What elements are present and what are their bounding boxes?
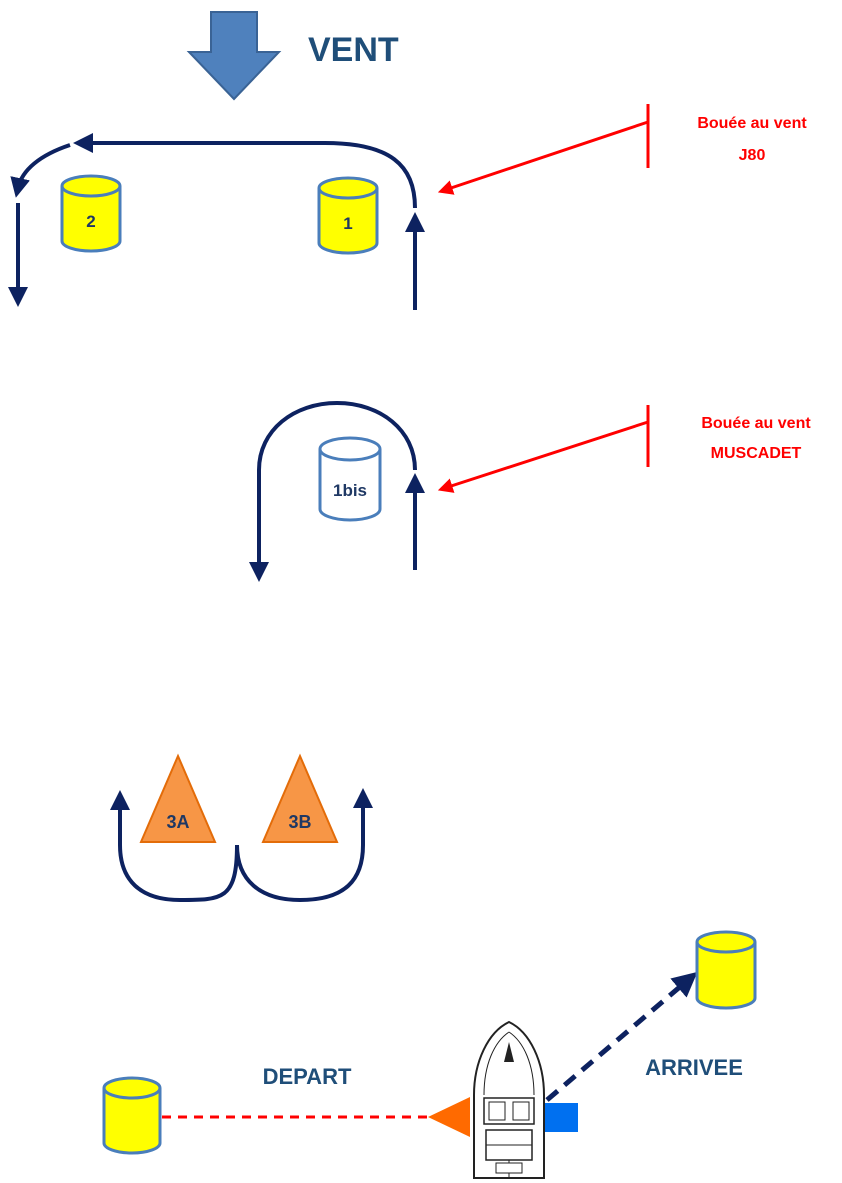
start-line-label: DEPART bbox=[263, 1064, 352, 1089]
start-line: DEPART bbox=[162, 1064, 436, 1119]
muscadet-windward-annotation: Bouée au vent MUSCADET bbox=[437, 405, 811, 493]
upwind-route-j80 bbox=[8, 133, 425, 310]
finish-buoy bbox=[695, 930, 757, 1010]
mark-3b-label: 3B bbox=[288, 812, 311, 832]
wind-arrow-icon bbox=[186, 11, 282, 101]
committee-boat-icon bbox=[428, 1020, 578, 1179]
mark-3a-cone: 3A bbox=[139, 753, 217, 843]
start-pin-buoy bbox=[102, 1076, 162, 1155]
finish-line-label: ARRIVEE bbox=[645, 1055, 743, 1080]
mark-1bis-buoy: 1bis bbox=[318, 436, 382, 522]
muscadet-annotation-line2: MUSCADET bbox=[711, 445, 802, 462]
orange-flag-icon bbox=[428, 1097, 470, 1137]
j80-windward-annotation: Bouée au vent J80 bbox=[437, 104, 807, 195]
mark-1-buoy: 1 bbox=[317, 176, 379, 255]
mark-1-label: 1 bbox=[343, 214, 352, 233]
j80-annotation-line2: J80 bbox=[739, 147, 766, 164]
mark-3a-label: 3A bbox=[166, 812, 189, 832]
mark-2-buoy: 2 bbox=[60, 174, 122, 253]
mark-2-label: 2 bbox=[86, 212, 95, 231]
mark-3b-cone: 3B bbox=[261, 753, 339, 843]
j80-annotation-line1: Bouée au vent bbox=[697, 115, 807, 132]
upwind-route-muscadet bbox=[249, 400, 425, 582]
wind-indicator: VENT bbox=[186, 11, 399, 101]
finish-line: ARRIVEE bbox=[545, 971, 743, 1102]
muscadet-annotation-line1: Bouée au vent bbox=[701, 415, 811, 432]
mark-1bis-label: 1bis bbox=[333, 481, 367, 500]
leeward-gate-route bbox=[110, 788, 373, 903]
wind-label: VENT bbox=[308, 31, 399, 69]
